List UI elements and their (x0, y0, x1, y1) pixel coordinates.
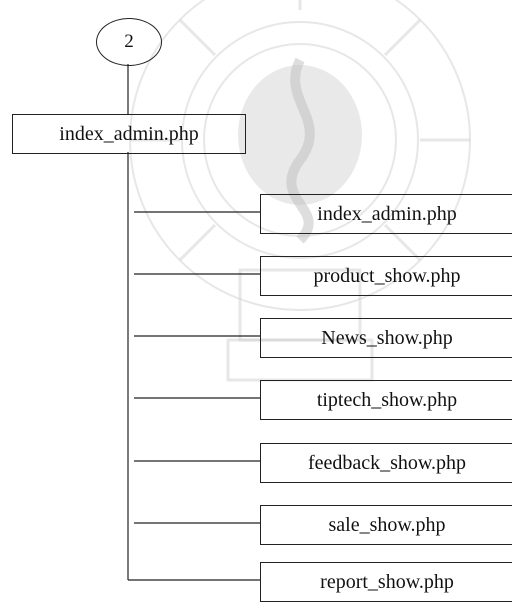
child-node-product-show: product_show.php (260, 256, 512, 296)
child-node-feedback-show: feedback_show.php (260, 443, 512, 483)
child-node-label: report_show.php (320, 570, 454, 593)
child-node-news-show: News_show.php (260, 318, 512, 358)
child-node-label: product_show.php (313, 264, 461, 287)
child-node-label: index_admin.php (317, 202, 457, 225)
child-node-label: sale_show.php (328, 513, 446, 536)
root-node: index_admin.php (12, 114, 246, 154)
child-node-index-admin: index_admin.php (260, 194, 512, 234)
child-node-sale-show: sale_show.php (260, 505, 512, 545)
child-node-tiptech-show: tiptech_show.php (260, 380, 512, 420)
child-node-label: tiptech_show.php (316, 388, 458, 411)
root-node-label: index_admin.php (59, 122, 199, 145)
child-node-report-show: report_show.php (260, 562, 512, 602)
child-node-label: feedback_show.php (307, 451, 467, 474)
page-connector-circle: 2 (96, 18, 162, 66)
child-node-label: News_show.php (321, 326, 453, 349)
connector-label: 2 (124, 31, 134, 52)
